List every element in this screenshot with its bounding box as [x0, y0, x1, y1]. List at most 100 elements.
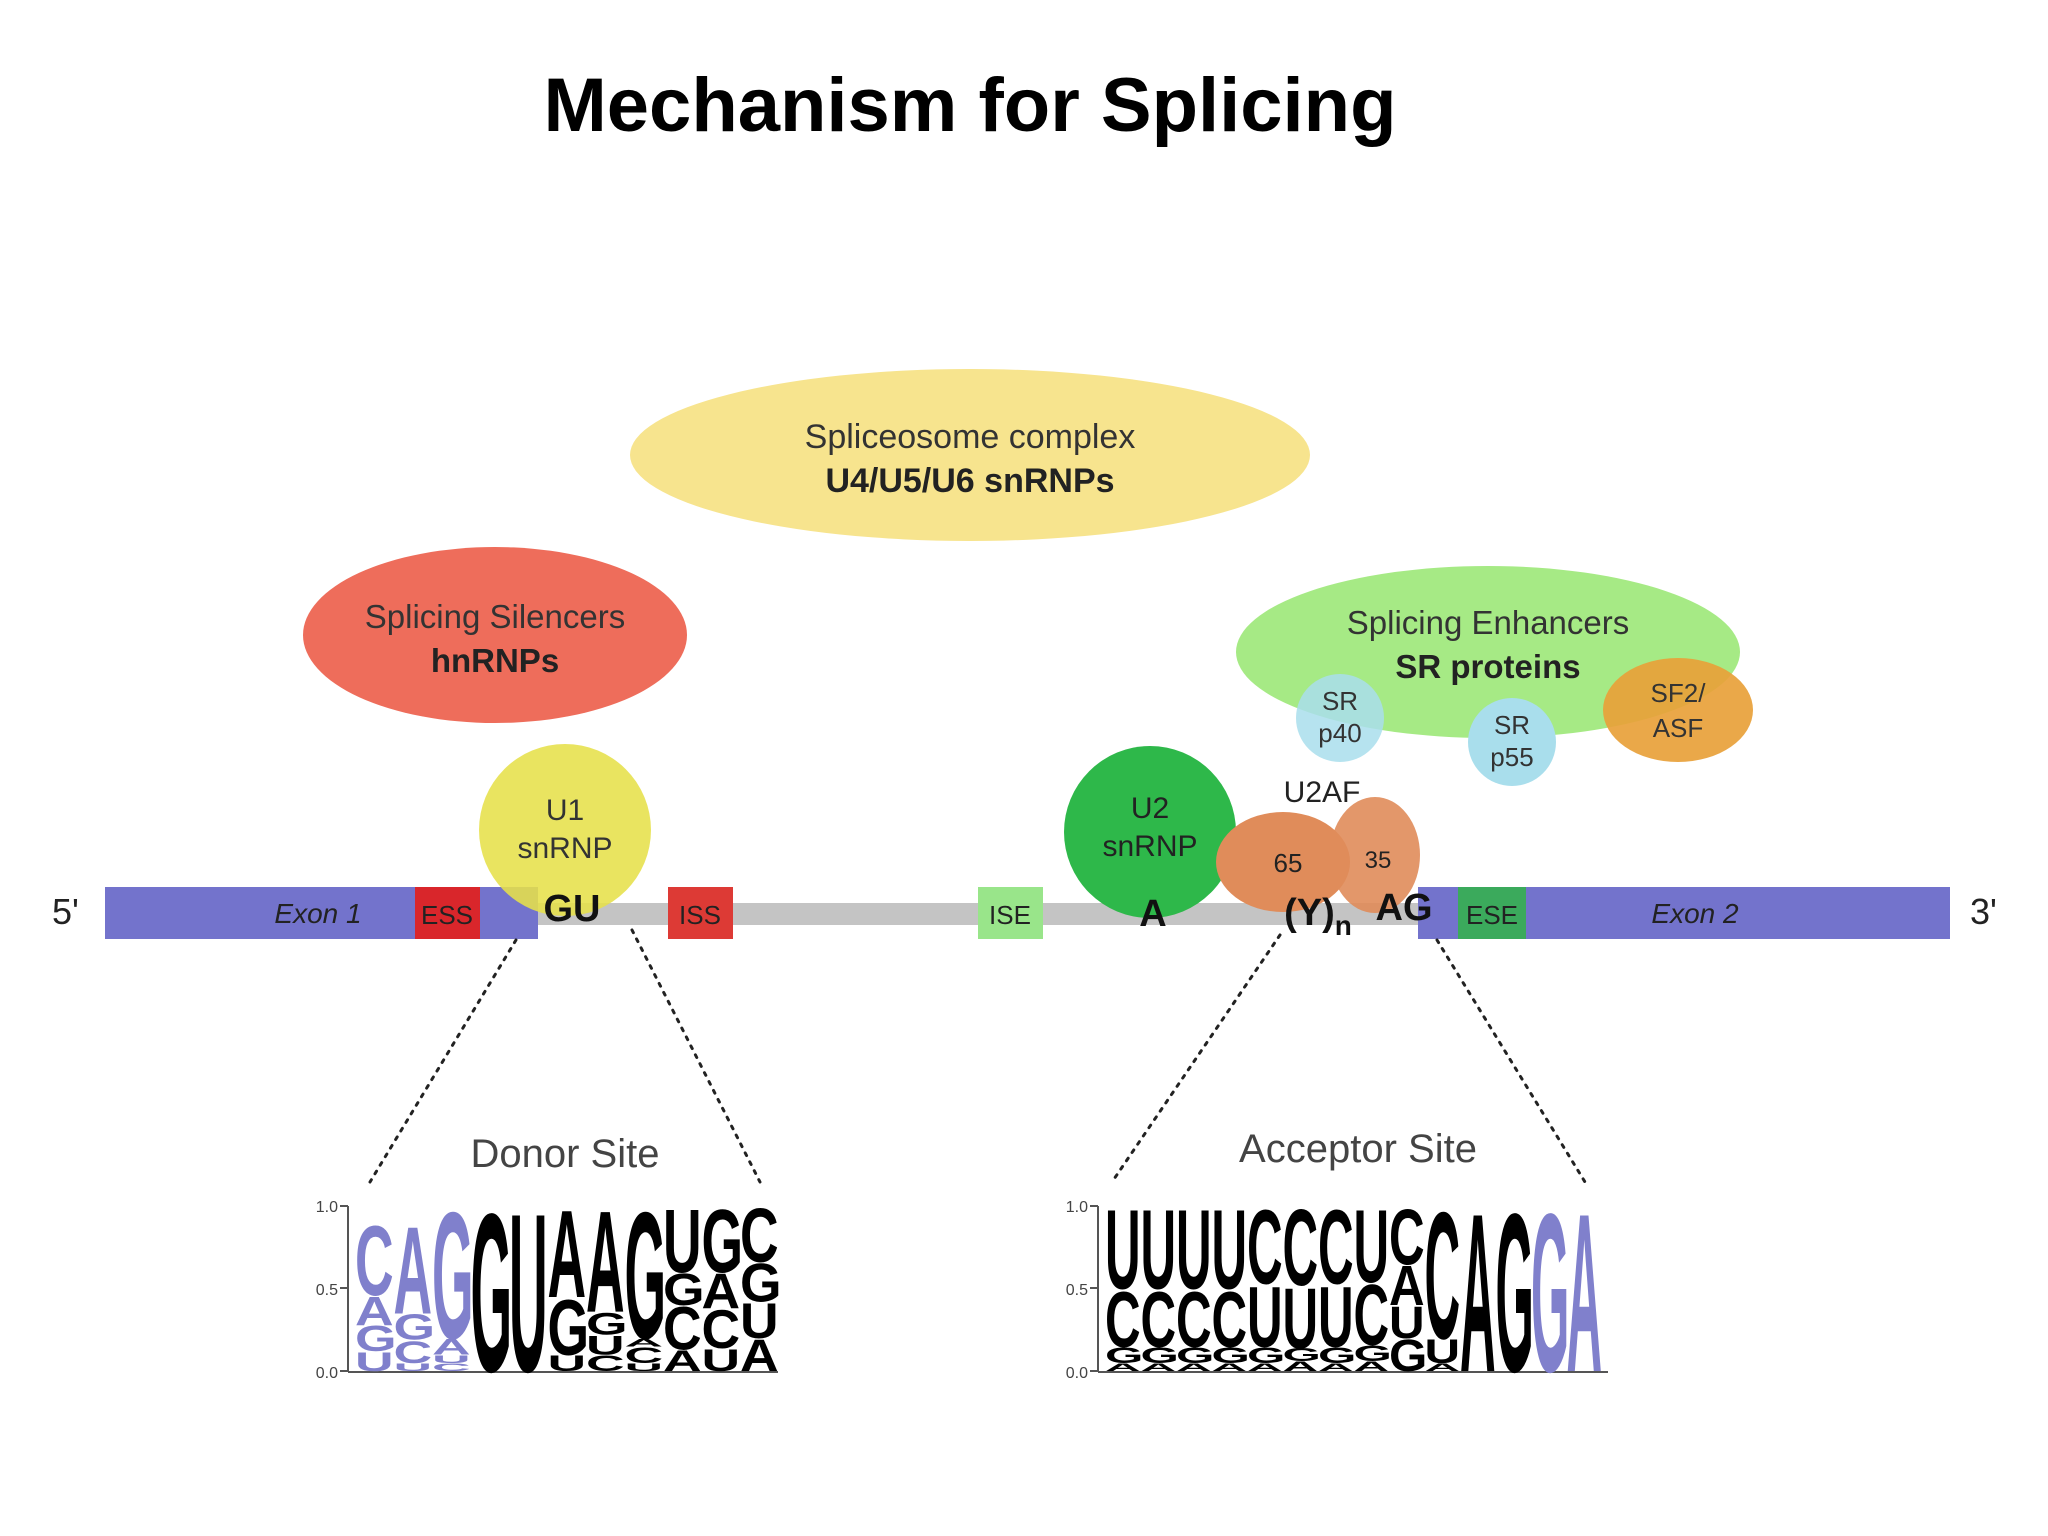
acceptor-letter-6-a: A — [1283, 1359, 1319, 1374]
donor-letter-8-a: A — [625, 1336, 664, 1349]
exon2-label: Exon 2 — [1651, 898, 1739, 929]
acceptor-letter-1-c: C — [1105, 1274, 1141, 1363]
ag-motif: AG — [1376, 887, 1433, 929]
donor-tick-label-1: 1.0 — [316, 1199, 338, 1216]
sr-p40-line2: p40 — [1318, 718, 1361, 748]
five-prime-label: 5' — [52, 891, 79, 932]
u2-line2: snRNP — [1102, 830, 1197, 863]
acceptor-letter-8-a: A — [1354, 1359, 1390, 1374]
acceptor-tick-label-1: 1.0 — [1066, 1199, 1088, 1216]
spliceosome-line2: U4/U5/U6 snRNPs — [825, 462, 1114, 500]
acceptor-letter-4-c: C — [1212, 1274, 1248, 1363]
donor-letter-6-u: U — [548, 1351, 587, 1376]
acceptor-letter-14-a: A — [1567, 1167, 1603, 1420]
donor-letter-1-a: A — [355, 1289, 394, 1334]
u2af65-ellipse — [1216, 812, 1350, 912]
acceptor-letter-2-g: G — [1141, 1343, 1179, 1368]
donor-letter-11-a: A — [740, 1331, 779, 1381]
acceptor-letter-2-u: U — [1141, 1187, 1177, 1313]
sf2-line2: ASF — [1653, 713, 1704, 743]
donor-letter-10-g: G — [702, 1190, 744, 1291]
ess-label: ESS — [421, 900, 473, 930]
acceptor-letter-1-a: A — [1105, 1361, 1141, 1374]
acceptor-letter-7-a: A — [1318, 1361, 1354, 1374]
donor-letter-2-c: C — [394, 1335, 433, 1370]
sr-p55-line2: p55 — [1490, 742, 1533, 772]
acceptor-letter-7-u: U — [1318, 1269, 1354, 1365]
donor-letter-8-c: C — [625, 1342, 664, 1367]
ise-label: ISE — [989, 900, 1031, 930]
u1-line1: U1 — [546, 794, 584, 827]
acceptor-letter-6-g: G — [1283, 1345, 1321, 1365]
acceptor-letter-9-u: U — [1389, 1298, 1425, 1349]
acceptor-letter-7-g: G — [1318, 1343, 1356, 1368]
silencers-line1: Splicing Silencers — [365, 598, 625, 635]
donor-letter-1-g: G — [355, 1319, 397, 1359]
spliceosome-line1: Spliceosome complex — [805, 418, 1136, 456]
donor-site-label: Donor Site — [471, 1132, 660, 1176]
u1-snrnp-circle — [479, 744, 651, 916]
donor-letter-9-c: C — [663, 1295, 702, 1363]
acceptor-letter-5-u: U — [1247, 1269, 1283, 1365]
donor-letter-8-g: G — [625, 1175, 667, 1377]
donor-letter-11-u: U — [740, 1293, 779, 1349]
acceptor-sequence-logo: 0.0 0.5 1.0 AGCUAGCUAGCUAGCUAGUCAGUCAGUC… — [1066, 1167, 1608, 1420]
acceptor-zoom-line-left — [1110, 933, 1282, 1184]
acceptor-letter-4-g: G — [1212, 1343, 1250, 1368]
donor-letter-7-a: A — [586, 1182, 625, 1344]
u1-line2: snRNP — [517, 832, 612, 865]
donor-letter-10-a: A — [702, 1263, 741, 1319]
acceptor-letter-1-g: G — [1105, 1343, 1143, 1368]
donor-letter-1-c: C — [355, 1205, 394, 1316]
slide-title: Mechanism for Splicing — [543, 63, 1397, 148]
donor-letter-6-g: G — [548, 1284, 590, 1372]
acceptor-letter-9-c: C — [1389, 1192, 1425, 1281]
acceptor-letter-5-a: A — [1247, 1361, 1283, 1374]
donor-letter-6-a: A — [548, 1185, 587, 1324]
donor-zoom-line-right — [630, 928, 762, 1184]
acceptor-site-label: Acceptor Site — [1239, 1127, 1477, 1171]
acceptor-letter-10-u: U — [1425, 1332, 1461, 1370]
acceptor-letter-8-g: G — [1354, 1341, 1392, 1366]
acceptor-letter-4-a: A — [1212, 1361, 1248, 1374]
spliceosome-ellipse — [630, 369, 1310, 541]
acceptor-letter-8-c: C — [1354, 1267, 1390, 1363]
donor-letter-3-g: G — [432, 1175, 474, 1377]
sr-p55-circle — [1468, 698, 1556, 786]
acceptor-letter-9-a: A — [1389, 1255, 1425, 1318]
u2af35-label: 35 — [1365, 847, 1392, 874]
enhancers-line2: SR proteins — [1395, 648, 1580, 685]
acceptor-tick-label-0: 0.0 — [1066, 1365, 1088, 1382]
acceptor-letter-3-c: C — [1176, 1274, 1212, 1363]
u2-snrnp-circle — [1064, 746, 1236, 918]
three-prime-label: 3' — [1970, 891, 1997, 932]
acceptor-letter-12-g: G — [1496, 1167, 1534, 1420]
acceptor-letter-13-g: G — [1531, 1167, 1569, 1420]
donor-letter-9-u: U — [663, 1190, 702, 1291]
ise-box — [978, 887, 1043, 939]
silencers-line2: hnRNPs — [431, 642, 559, 679]
donor-letter-3-u: U — [432, 1353, 471, 1366]
donor-letter-3-a: A — [432, 1334, 471, 1359]
acceptor-letter-5-c: C — [1247, 1187, 1283, 1306]
donor-letter-1-u: U — [355, 1347, 394, 1377]
donor-tick-label-05: 0.5 — [316, 1282, 338, 1299]
donor-letter-5-u: U — [509, 1166, 548, 1419]
sr-p55-line1: SR — [1494, 710, 1530, 740]
donor-letter-2-a: A — [394, 1202, 433, 1341]
donor-letter-10-u: U — [702, 1343, 741, 1378]
sf2-asf-ellipse — [1603, 658, 1753, 762]
sr-p40-line1: SR — [1322, 686, 1358, 716]
iss-box — [668, 887, 733, 939]
branch-point-a: A — [1139, 893, 1166, 935]
gu-motif: GU — [544, 888, 601, 930]
donor-tick-label-0: 0.0 — [316, 1365, 338, 1382]
acceptor-letter-5-g: G — [1247, 1343, 1285, 1368]
ese-box — [1458, 887, 1526, 939]
acceptor-letter-8-u: U — [1354, 1189, 1390, 1305]
